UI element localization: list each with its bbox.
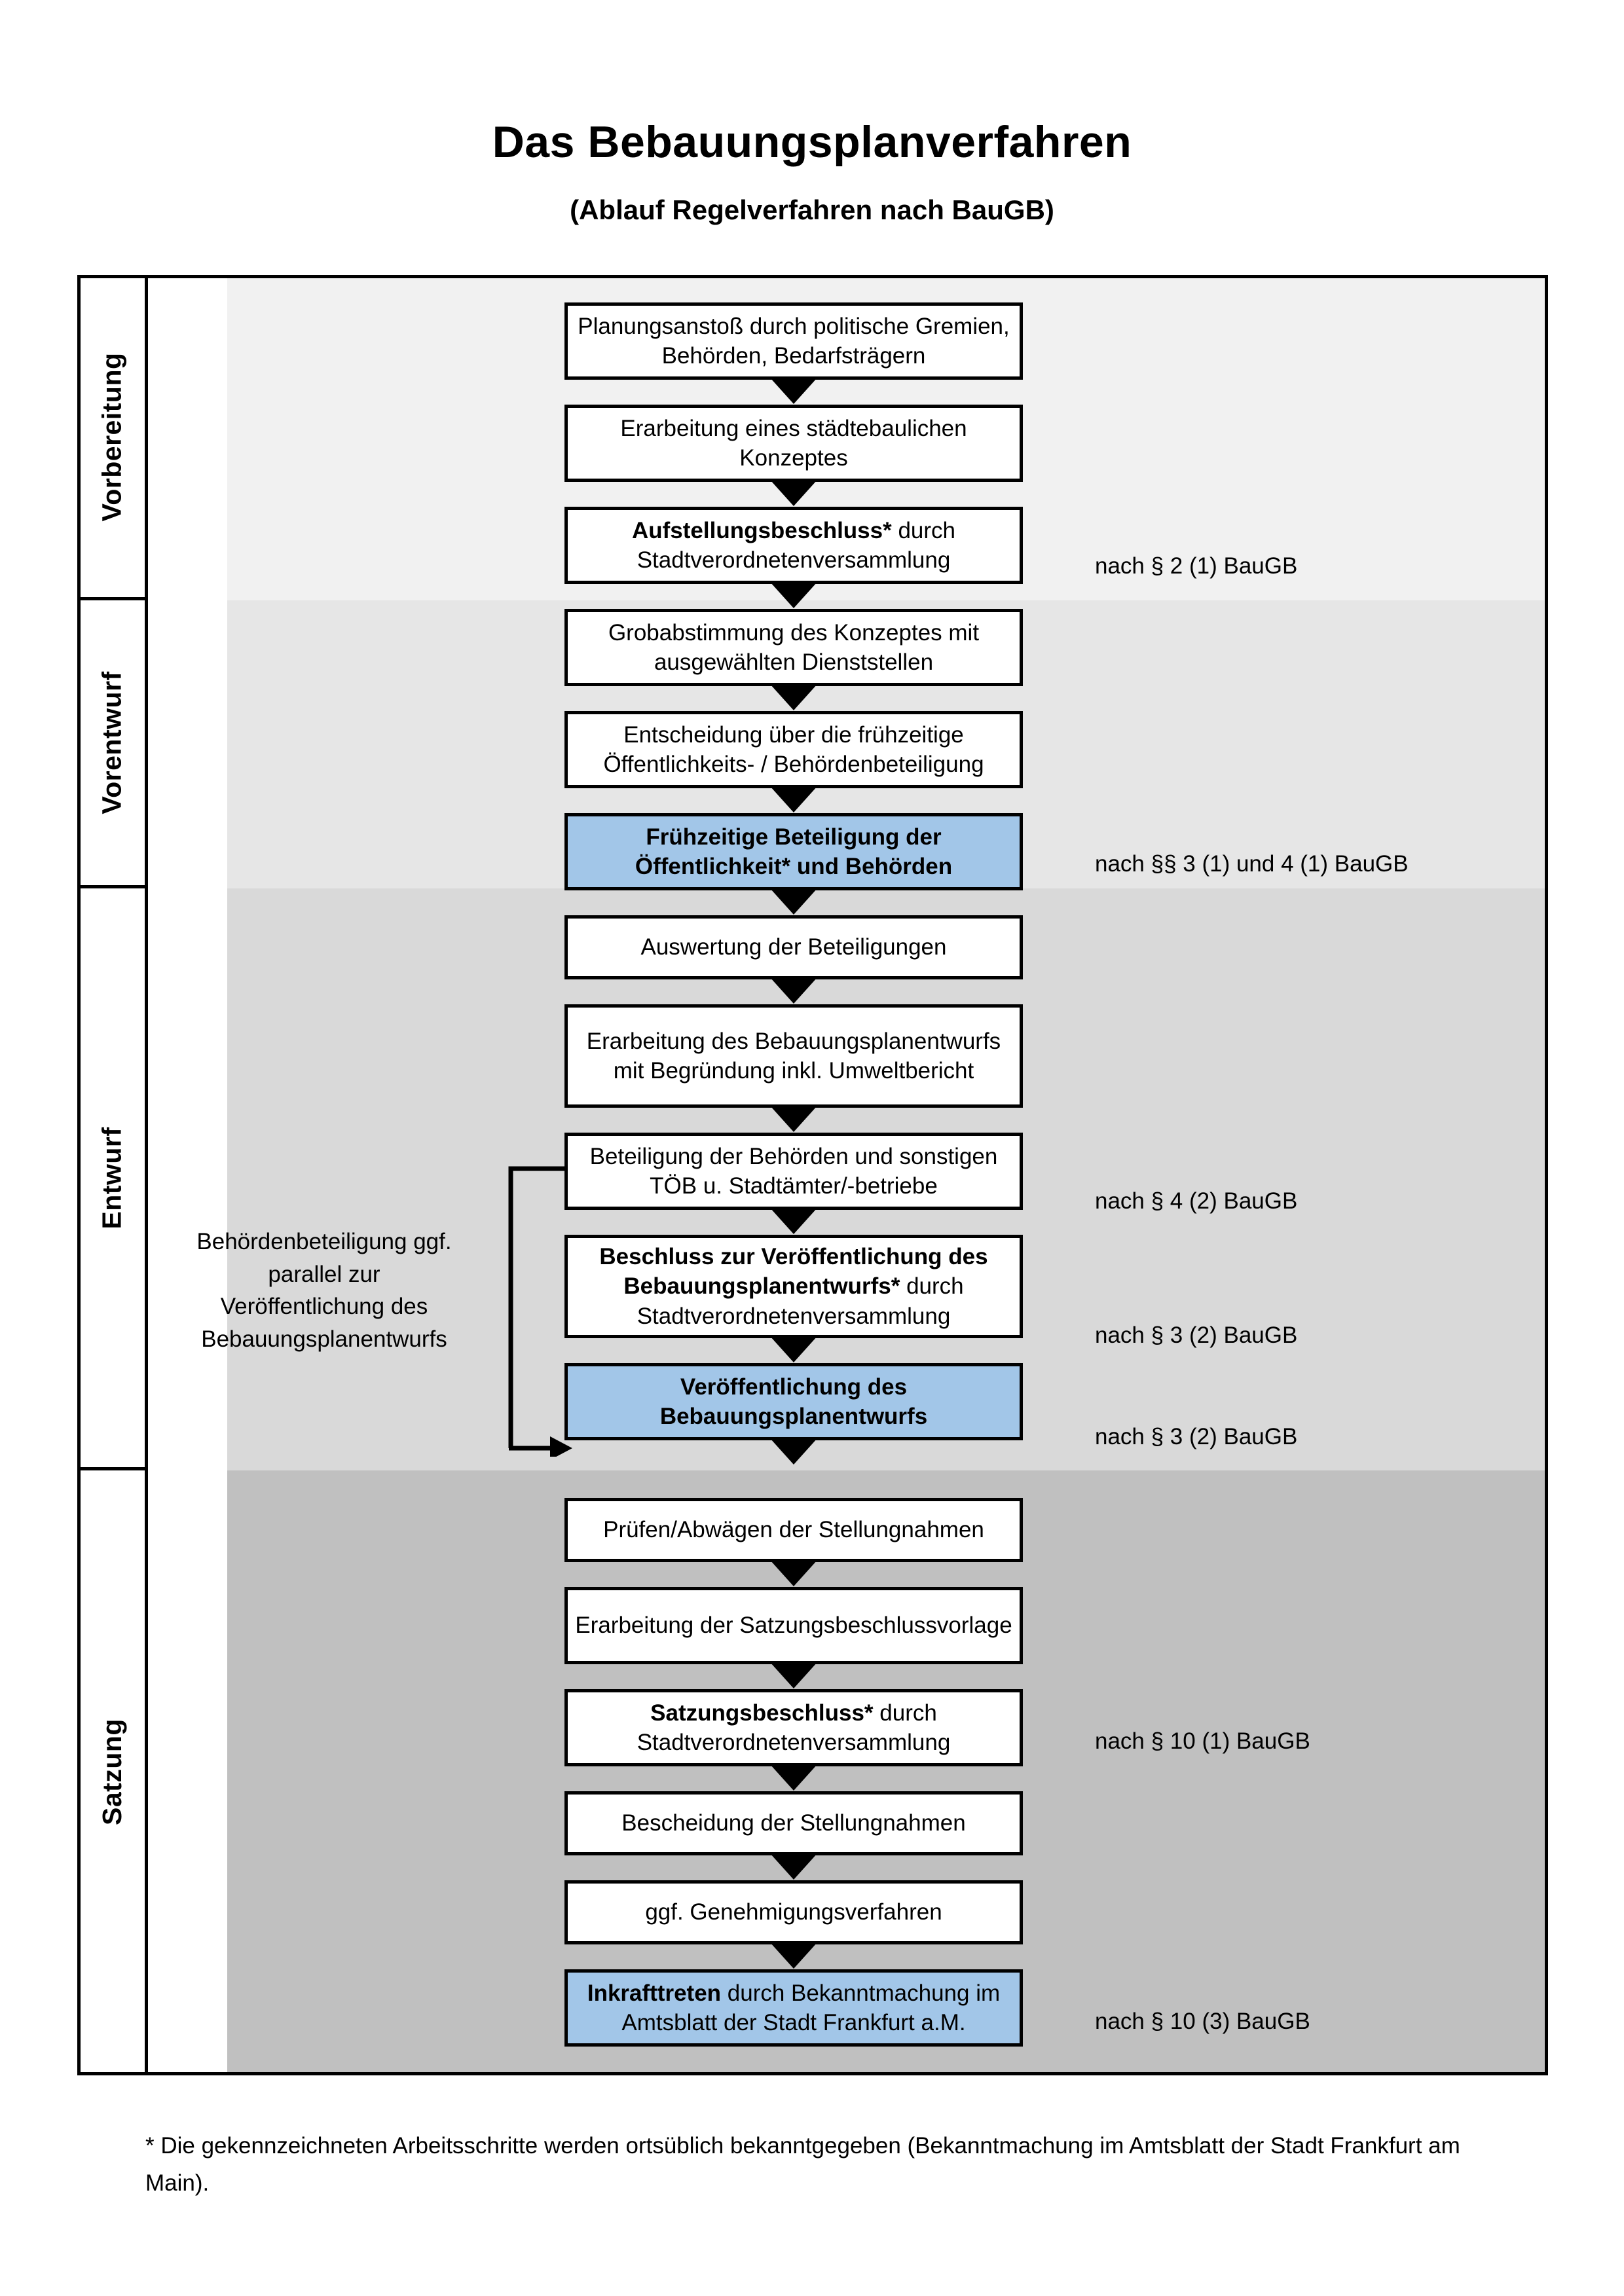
footnote-text: * Die gekennzeichneten Arbeitsschritte w… (145, 2133, 1460, 2196)
flow-arrow-down (770, 1336, 817, 1362)
step-text: Auswertung der Beteiligungen (640, 934, 947, 960)
step-bold-text: Satzungsbeschluss* (650, 1700, 874, 1726)
step-box-inkrafttreten[interactable]: Inkrafttreten durch Bekanntmachung im Am… (564, 1969, 1023, 2047)
step-box-grobabstimmung[interactable]: Grobabstimmung des Konzeptes mit ausgewä… (564, 609, 1023, 686)
flow-arrow-down (770, 1208, 817, 1234)
step-text: Prüfen/Abwägen der Stellungnahmen (603, 1517, 984, 1543)
step-text: Planungsanstoß durch politische Gremien,… (578, 313, 1010, 369)
flow-arrow-down (770, 1560, 817, 1586)
flow-arrow-down (770, 378, 817, 404)
step-bold-text: Veröffentlichung des Bebauungsplanentwur… (659, 1374, 928, 1430)
phase-label-cell-satzung: Satzung (79, 1470, 148, 2073)
flow-arrow-down (770, 684, 817, 710)
page-subtitle: (Ablauf Regelverfahren nach BauGB) (570, 194, 1054, 225)
flow-arrow-down (770, 1942, 817, 1969)
flow-arrow-down (770, 786, 817, 812)
step-box-entscheidung-fruehzeitige-beteiligung[interactable]: Entscheidung über die frühzeitige Öffent… (564, 711, 1023, 788)
step-text: durch Stadtverordnetenversammlung (637, 517, 956, 574)
step-text: Entscheidung über die frühzeitige Öffent… (603, 721, 984, 778)
phase-label-cell-vorbereitung: Vorbereitung (79, 277, 148, 600)
step-box-erarbeitung-bebauungsplanentwurf[interactable]: Erarbeitung des Bebauungsplanentwurfs mi… (564, 1004, 1023, 1108)
step-text: Erarbeitung eines städtebaulichen Konzep… (620, 415, 967, 471)
law-reference-3-2-a: nach § 3 (2) BauGB (1095, 1322, 1298, 1348)
step-box-aufstellungsbeschluss[interactable]: Aufstellungsbeschluss* durch Stadtverord… (564, 507, 1023, 584)
page-title: Das Bebauungsplanverfahren (492, 117, 1132, 167)
step-text: Erarbeitung des Bebauungsplanentwurfs mi… (586, 1028, 1001, 1084)
phase-label-cell-entwurf: Entwurf (79, 888, 148, 1470)
parallel-process-connector (508, 1166, 572, 1457)
flow-arrow-down (770, 1853, 817, 1880)
step-bold-text: Beschluss zur Veröffentlichung des Bebau… (599, 1243, 988, 1300)
law-reference-4-2: nach § 4 (2) BauGB (1095, 1188, 1298, 1214)
step-text: Erarbeitung der Satzungsbeschlussvorlage (575, 1613, 1012, 1639)
law-reference-3-1-4-1: nach §§ 3 (1) und 4 (1) BauGB (1095, 851, 1409, 877)
law-reference-2-1: nach § 2 (1) BauGB (1095, 553, 1298, 579)
step-box-planungsanstoss[interactable]: Planungsanstoß durch politische Gremien,… (564, 302, 1023, 380)
step-box-auswertung-beteiligungen[interactable]: Auswertung der Beteiligungen (564, 915, 1023, 979)
step-bold-text: Frühzeitige Beteiligung der Öffentlichke… (635, 824, 953, 880)
step-box-veroeffentlichung-entwurf[interactable]: Veröffentlichung des Bebauungsplanentwur… (564, 1363, 1023, 1440)
step-box-genehmigungsverfahren[interactable]: ggf. Genehmigungsverfahren (564, 1880, 1023, 1944)
step-text: durch Stadtverordnetenversammlung (637, 1700, 951, 1756)
step-box-beteiligung-behoerden-toeb[interactable]: Beteiligung der Behörden und sonstigen T… (564, 1133, 1023, 1210)
step-bold-text: Aufstellungsbeschluss* (631, 517, 892, 543)
step-bold-text: Inkrafttreten (587, 1980, 722, 2006)
side-annotation-behoerdenbeteiligung: Behördenbeteiligung ggf. parallel zur Ve… (196, 1229, 452, 1353)
flow-arrow-down (770, 480, 817, 506)
law-reference-3-2-b: nach § 3 (2) BauGB (1095, 1424, 1298, 1449)
diagram-frame (77, 275, 1548, 2075)
law-reference-10-3: nach § 10 (3) BauGB (1095, 2009, 1310, 2034)
phase-label-cell-vorentwurf: Vorentwurf (79, 600, 148, 888)
step-box-satzungsbeschluss[interactable]: Satzungsbeschluss* durch Stadtverordnete… (564, 1689, 1023, 1766)
flow-arrow-down (770, 1662, 817, 1688)
flow-arrow-down (770, 1106, 817, 1132)
step-text: Bescheidung der Stellungnahmen (621, 1810, 966, 1836)
step-box-beschluss-veroeffentlichung[interactable]: Beschluss zur Veröffentlichung des Bebau… (564, 1235, 1023, 1338)
flow-arrow-down (770, 1438, 817, 1465)
title-block: Das Bebauungsplanverfahren (Ablauf Regel… (0, 118, 1624, 226)
step-box-bescheidung-stellungnahmen[interactable]: Bescheidung der Stellungnahmen (564, 1791, 1023, 1855)
flow-arrow-down (770, 582, 817, 608)
step-text: ggf. Genehmigungsverfahren (645, 1899, 942, 1925)
step-text: Grobabstimmung des Konzeptes mit ausgewä… (608, 619, 980, 676)
step-box-pruefen-abwaegen[interactable]: Prüfen/Abwägen der Stellungnahmen (564, 1498, 1023, 1562)
step-text: durch Stadtverordnetenversammlung (637, 1273, 964, 1329)
step-text: Beteiligung der Behörden und sonstigen T… (589, 1143, 998, 1199)
step-box-staedtebau-konzept[interactable]: Erarbeitung eines städtebaulichen Konzep… (564, 405, 1023, 482)
step-box-fruehzeitige-beteiligung[interactable]: Frühzeitige Beteiligung der Öffentlichke… (564, 813, 1023, 890)
law-reference-10-1: nach § 10 (1) BauGB (1095, 1728, 1310, 1754)
flow-arrow-down (770, 1764, 817, 1791)
flow-arrow-down (770, 977, 817, 1004)
step-box-satzungsbeschlussvorlage[interactable]: Erarbeitung der Satzungsbeschlussvorlage (564, 1587, 1023, 1664)
flow-arrow-down (770, 888, 817, 915)
step-text: durch Bekanntmachung im Amtsblatt der St… (621, 1980, 1001, 2036)
